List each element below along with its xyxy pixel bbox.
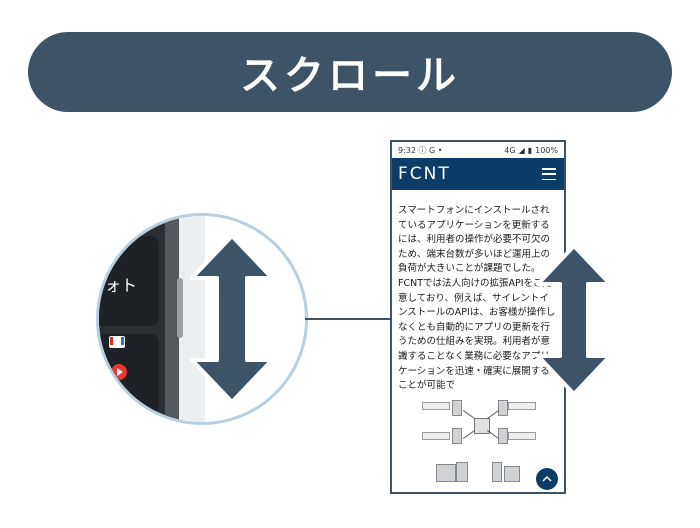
status-network: 4G bbox=[504, 145, 516, 155]
battery-icon: ▮ bbox=[527, 145, 533, 155]
vertical-double-arrow-icon bbox=[190, 234, 274, 404]
status-bar: 9:32 ⓘ G • 4G ◢ ▮ 100% bbox=[392, 142, 564, 158]
connector-line bbox=[305, 318, 393, 320]
signal-icon: ◢ bbox=[518, 145, 525, 155]
zoom-side-button bbox=[177, 278, 183, 338]
article-text: スマートフォンにインストールされているアプリケーションを更新するには、利用者の操… bbox=[398, 205, 556, 392]
scroll-top-icon bbox=[542, 476, 552, 482]
title-banner: スクロール bbox=[28, 32, 672, 112]
scroll-top-button[interactable] bbox=[536, 468, 558, 490]
menu-icon[interactable] bbox=[542, 168, 556, 180]
zoom-circle: ォト bbox=[96, 213, 308, 425]
status-battery: 100% bbox=[535, 145, 558, 155]
zoom-phone-bezel bbox=[165, 216, 179, 422]
app-bar: FCNT bbox=[392, 158, 564, 190]
gmail-icon bbox=[109, 336, 125, 348]
status-time: 9:32 bbox=[398, 145, 416, 155]
zoom-app-tile bbox=[99, 334, 159, 414]
youtube-icon bbox=[111, 364, 127, 380]
vertical-double-arrow-icon bbox=[536, 244, 612, 396]
system-diagram bbox=[422, 392, 540, 492]
server-icon bbox=[474, 418, 490, 434]
zoom-app-tile bbox=[99, 236, 159, 326]
status-icons: ⓘ G • bbox=[418, 145, 443, 155]
banner-title: スクロール bbox=[240, 53, 460, 99]
phone-screenshot[interactable]: 9:32 ⓘ G • 4G ◢ ▮ 100% FCNT スマートフォンにインスト… bbox=[390, 140, 566, 494]
zoom-phone-side bbox=[179, 216, 205, 422]
fcnt-logo[interactable]: FCNT bbox=[398, 164, 451, 184]
zoom-label: ォト bbox=[105, 276, 138, 295]
